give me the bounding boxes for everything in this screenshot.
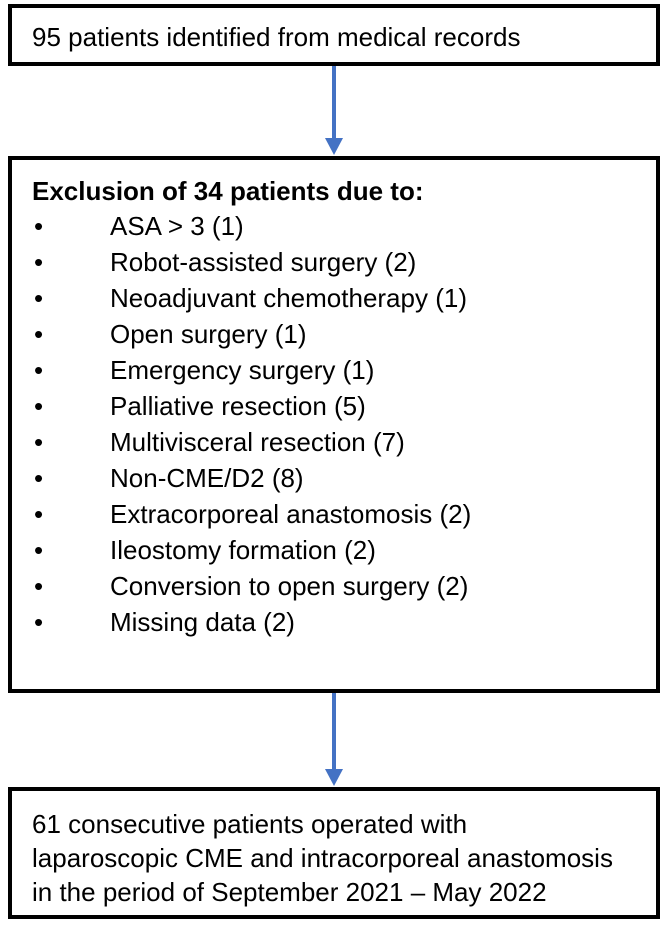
- list-item: • Neoadjuvant chemotherapy (1): [32, 280, 656, 316]
- exclusion-heading: Exclusion of 34 patients due to:: [32, 176, 424, 206]
- bullet-icon: •: [34, 211, 44, 241]
- list-item: • Multivisceral resection (7): [32, 424, 656, 460]
- exclusion-reason: Non-CME/D2 (8): [110, 463, 304, 493]
- arrow-down-icon-2: [325, 693, 343, 786]
- list-item: • Extracorporeal anastomosis (2): [32, 496, 656, 532]
- bullet-icon: •: [34, 247, 44, 277]
- bullet-icon: •: [34, 283, 44, 313]
- exclusion-reason: Palliative resection (5): [110, 391, 366, 421]
- list-item: • Emergency surgery (1): [32, 352, 656, 388]
- bullet-icon: •: [34, 427, 44, 457]
- list-item: • Palliative resection (5): [32, 388, 656, 424]
- exclusion-reason: Neoadjuvant chemotherapy (1): [110, 283, 467, 313]
- bullet-icon: •: [34, 499, 44, 529]
- included-patients-line-3: in the period of September 2021 – May 20…: [32, 877, 547, 907]
- bullet-icon: •: [34, 355, 44, 385]
- exclusion-box: Exclusion of 34 patients due to: • ASA > …: [8, 156, 660, 693]
- bullet-icon: •: [34, 571, 44, 601]
- list-item: • Open surgery (1): [32, 316, 656, 352]
- bullet-icon: •: [34, 319, 44, 349]
- bullet-icon: •: [34, 463, 44, 493]
- exclusion-reason: Extracorporeal anastomosis (2): [110, 499, 472, 529]
- exclusion-reason: Missing data (2): [110, 607, 295, 637]
- exclusion-reason: Multivisceral resection (7): [110, 427, 405, 457]
- included-patients-box: 61 consecutive patients operated with la…: [8, 787, 660, 919]
- bullet-icon: •: [34, 391, 44, 421]
- included-patients-line-1: 61 consecutive patients operated with: [32, 809, 468, 839]
- list-item: • Robot-assisted surgery (2): [32, 244, 656, 280]
- list-item: • Ileostomy formation (2): [32, 532, 656, 568]
- exclusion-reason: Ileostomy formation (2): [110, 535, 376, 565]
- list-item: • Non-CME/D2 (8): [32, 460, 656, 496]
- arrow-down-icon-1: [325, 66, 343, 155]
- exclusion-reason: Emergency surgery (1): [110, 355, 375, 385]
- list-item: • Missing data (2): [32, 604, 656, 640]
- exclusion-reason: ASA > 3 (1): [110, 211, 244, 241]
- bullet-icon: •: [34, 607, 44, 637]
- exclusion-reason: Robot-assisted surgery (2): [110, 247, 417, 277]
- list-item: • ASA > 3 (1): [32, 208, 656, 244]
- exclusion-list: • ASA > 3 (1) • Robot-assisted surgery (2)…: [32, 208, 656, 640]
- identified-patients-box: 95 patients identified from medical reco…: [8, 4, 660, 66]
- exclusion-reason: Conversion to open surgery (2): [110, 571, 469, 601]
- bullet-icon: •: [34, 535, 44, 565]
- list-item: • Conversion to open surgery (2): [32, 568, 656, 604]
- exclusion-reason: Open surgery (1): [110, 319, 307, 349]
- included-patients-line-2: laparoscopic CME and intracorporeal anas…: [32, 843, 613, 873]
- identified-patients-text: 95 patients identified from medical reco…: [32, 22, 521, 52]
